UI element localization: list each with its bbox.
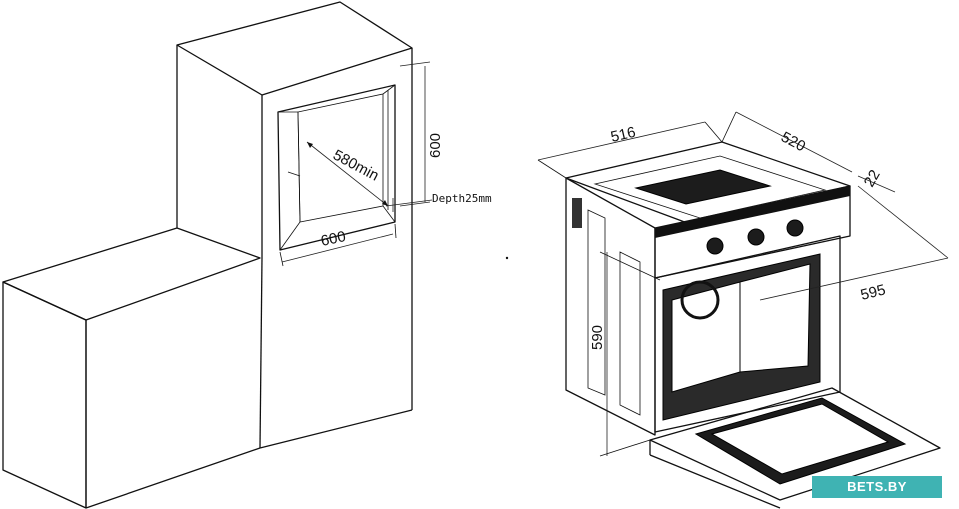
niche-height-label: 600 [427, 133, 444, 158]
cabinet-drawing: 580min 600 600 Depth25mm [2, 1, 492, 509]
oven-depth-dimension [735, 111, 853, 173]
lower-cabinet-front [2, 281, 87, 509]
overall-width-label: 595 [859, 281, 887, 304]
overall-width-dimension [759, 257, 949, 301]
niche-depth-dimension [306, 141, 389, 207]
gap-leader [385, 199, 433, 207]
oven-drawing: 516 520 22 595 590 [537, 111, 949, 509]
oven-width-label: 516 [609, 124, 637, 146]
niche-width-label: 600 [319, 228, 347, 250]
watermark-badge: BETS.BY [812, 476, 942, 498]
lower-cabinet-top [2, 227, 261, 321]
oven-depth-label: 520 [778, 129, 808, 156]
stray-dot [505, 256, 509, 260]
panel-label: 22 [861, 167, 884, 190]
control-knob-3 [786, 219, 804, 237]
oven-height-label: 590 [589, 325, 606, 350]
oven-width-dimension [537, 121, 706, 161]
panel-dimension [857, 175, 896, 193]
control-knob-2 [747, 228, 765, 246]
niche-depth-label: 580min [330, 147, 381, 185]
oven-side-panel [565, 177, 656, 436]
oven-top-vent [634, 169, 772, 205]
tall-cabinet-top [176, 1, 413, 96]
fan-guard [680, 280, 720, 320]
side-vent-slots [572, 198, 582, 228]
niche-width-dimension [281, 233, 394, 263]
control-knob-1 [706, 237, 724, 255]
lower-cabinet-bottom-edge [85, 447, 261, 509]
oven-door [649, 387, 941, 501]
gap-label: Depth25mm [432, 192, 492, 205]
